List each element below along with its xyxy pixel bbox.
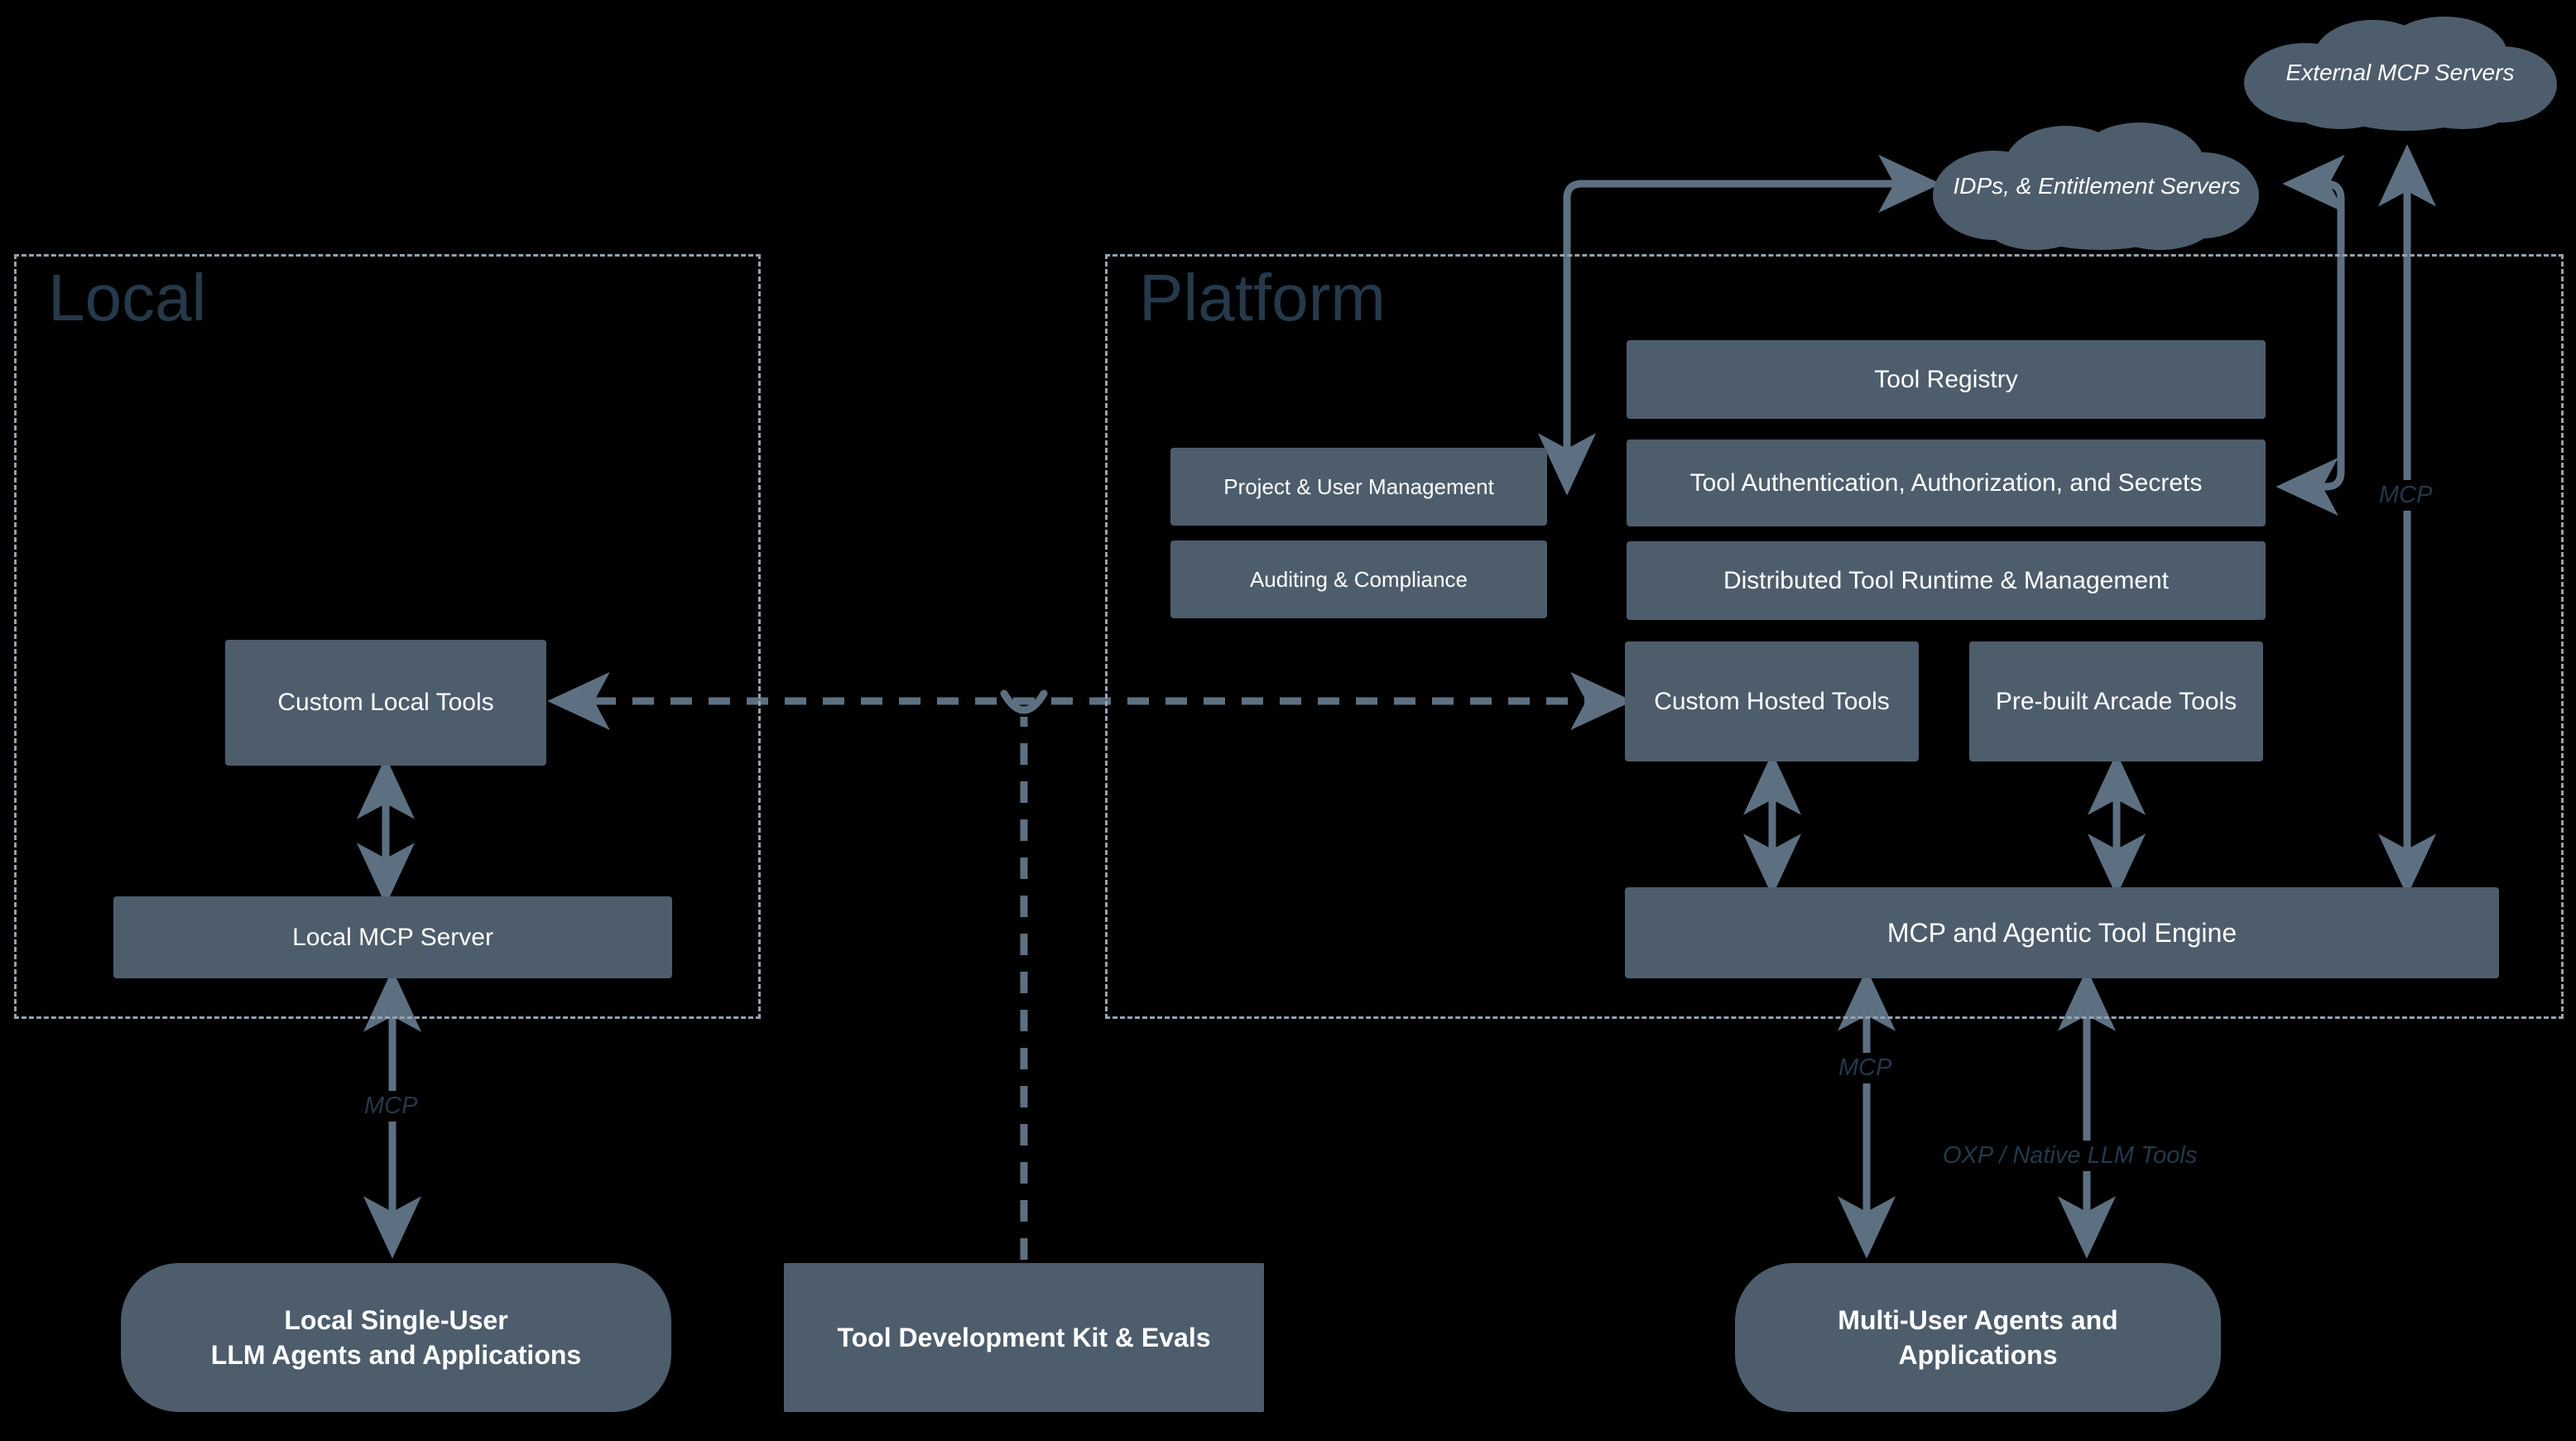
node-distributed-tool-runtime[interactable]: Distributed Tool Runtime & Management	[1627, 541, 2266, 620]
zone-platform	[1105, 254, 2564, 1019]
node-local-single-user-agents-line2: LLM Agents and Applications	[210, 1340, 582, 1370]
node-prebuilt-arcade-tools[interactable]: Pre-built Arcade Tools	[1969, 641, 2263, 761]
node-local-mcp-server[interactable]: Local MCP Server	[113, 896, 672, 978]
zone-local-title: Local	[48, 261, 207, 334]
zone-local	[14, 254, 761, 1019]
node-tool-development-kit[interactable]: Tool Development Kit & Evals	[784, 1263, 1264, 1412]
cloud-shape-icon	[1933, 122, 2259, 250]
node-auditing-compliance[interactable]: Auditing & Compliance	[1170, 540, 1547, 618]
node-multi-user-agents-line2: Applications	[1898, 1340, 2058, 1370]
node-custom-hosted-tools[interactable]: Custom Hosted Tools	[1625, 641, 1919, 761]
node-mcp-agentic-tool-engine[interactable]: MCP and Agentic Tool Engine	[1625, 887, 2499, 978]
node-custom-local-tools[interactable]: Custom Local Tools	[225, 640, 546, 766]
node-local-single-user-agents-line1: Local Single-User	[284, 1304, 508, 1335]
edge-toolauth-idps	[2276, 154, 2345, 516]
edge-label-mcp-local: MCP	[358, 1091, 425, 1122]
node-multi-user-agents-line1: Multi-User Agents and	[1838, 1304, 2118, 1335]
node-local-single-user-agents[interactable]: Local Single-User LLM Agents and Applica…	[121, 1263, 671, 1412]
node-multi-user-agents[interactable]: Multi-User Agents and Applications	[1735, 1263, 2221, 1412]
node-tool-registry[interactable]: Tool Registry	[1627, 340, 2266, 419]
edge-projectusermgmt-idps	[1537, 154, 1941, 496]
edge-label-mcp-external: MCP	[2372, 480, 2439, 511]
cloud-idps-entitlement-servers: IDPs, & Entitlement Servers	[1931, 116, 2262, 257]
cloud-idps-entitlement-servers-label: IDPs, & Entitlement Servers	[1953, 173, 2241, 199]
node-tool-authentication[interactable]: Tool Authentication, Authorization, and …	[1627, 440, 2266, 526]
cloud-shape-icon	[2244, 17, 2557, 131]
cloud-external-mcp-servers-label: External MCP Servers	[2285, 60, 2515, 86]
zone-platform-title: Platform	[1139, 261, 1386, 334]
edge-label-mcp-platform: MCP	[1832, 1053, 1899, 1083]
cloud-external-mcp-servers: External MCP Servers	[2241, 15, 2559, 131]
node-project-user-management[interactable]: Project & User Management	[1170, 448, 1547, 526]
edge-jump-notch	[1000, 689, 1048, 714]
edge-label-oxp-native: OXP / Native LLM Tools	[1936, 1141, 2204, 1171]
